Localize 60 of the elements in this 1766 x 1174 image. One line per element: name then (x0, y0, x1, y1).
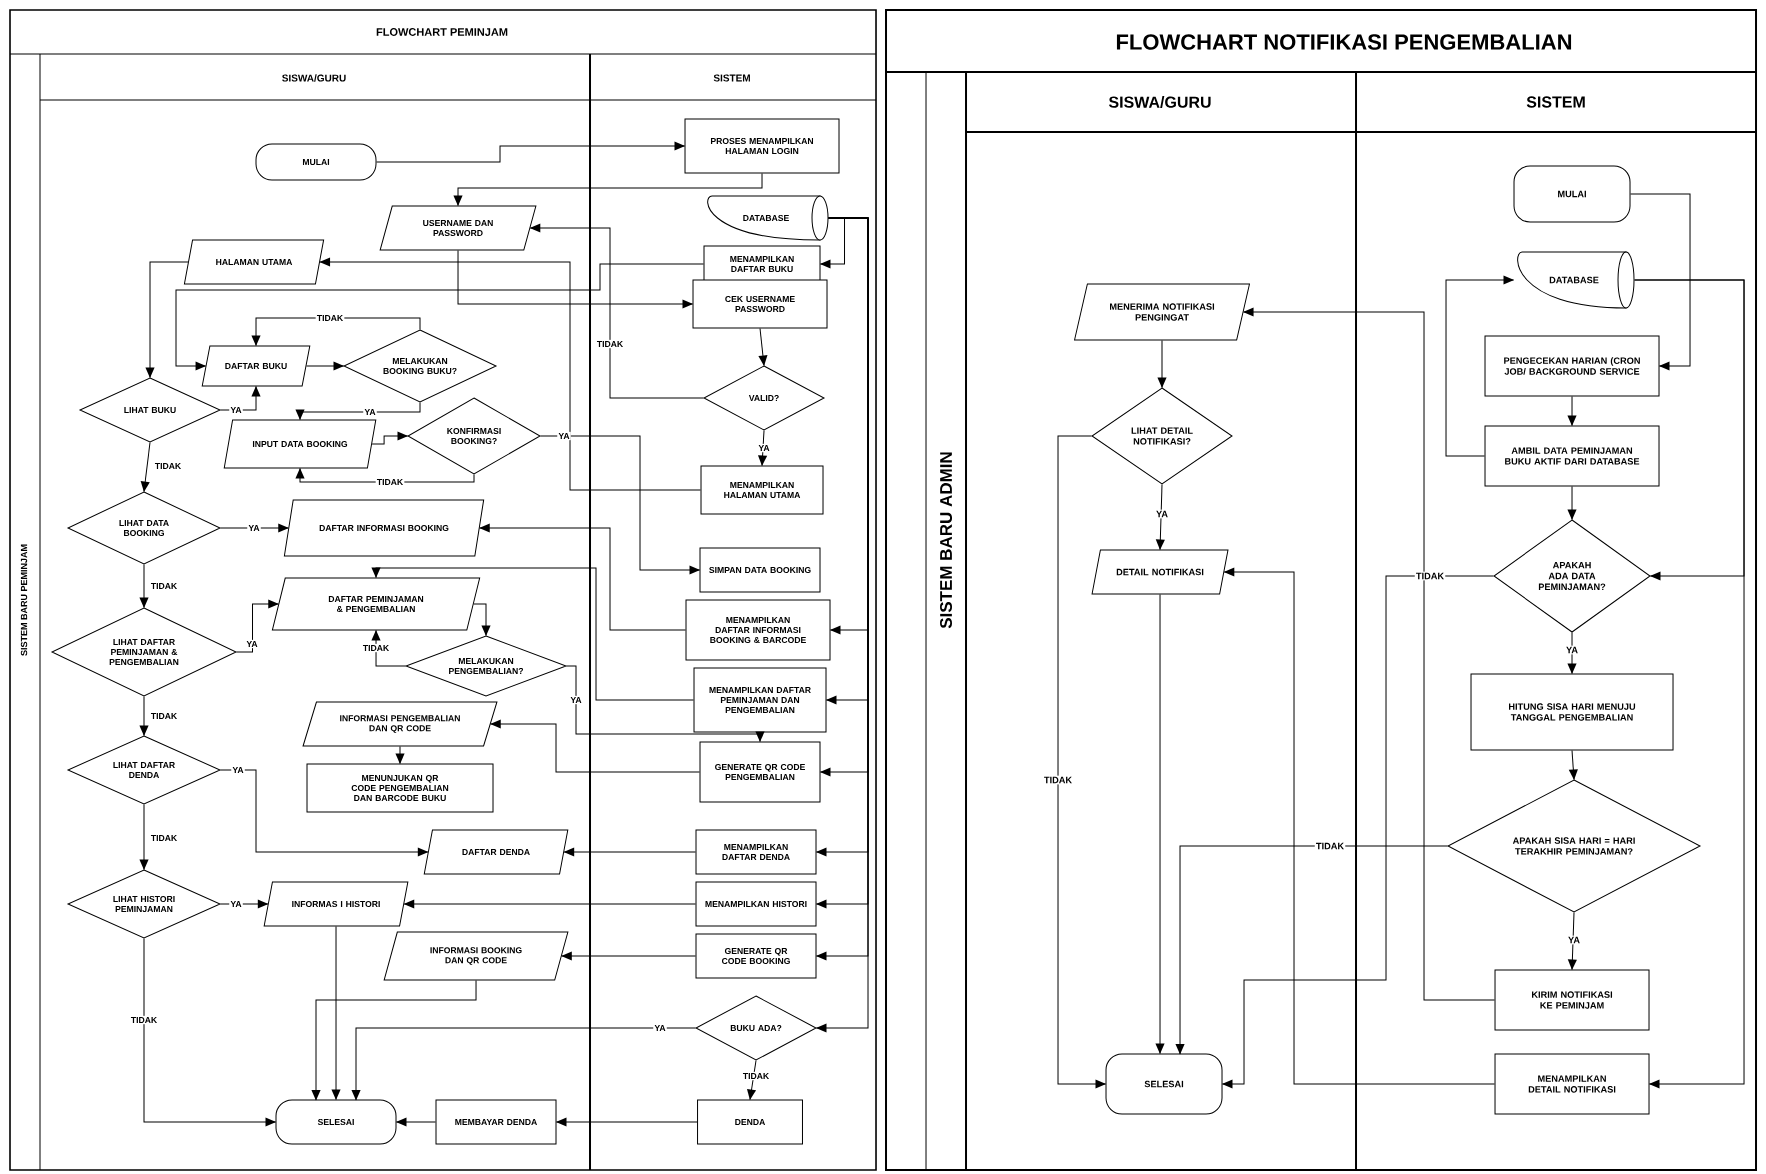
arrow (566, 665, 765, 743)
arrow (819, 217, 845, 269)
arrow (490, 719, 700, 773)
arrow (1567, 396, 1577, 427)
arrow (220, 523, 289, 533)
arrow (143, 938, 277, 1127)
arrow (747, 1060, 757, 1101)
arrow (1634, 279, 1745, 1089)
arrow (1567, 486, 1577, 521)
arrow (1155, 594, 1165, 1055)
arrow (319, 257, 701, 491)
arrow (1568, 750, 1578, 781)
arrow (331, 926, 341, 1101)
arrow (145, 261, 189, 379)
arrow (1242, 307, 1495, 1001)
arrow (563, 847, 696, 857)
arrow (561, 951, 696, 961)
arrow (395, 1117, 436, 1127)
arrow (1445, 275, 1515, 457)
arrow (540, 435, 701, 575)
arrow (139, 696, 149, 737)
arrow (758, 328, 768, 367)
arrow (295, 402, 421, 421)
arrow (555, 1117, 698, 1127)
arrow (376, 141, 686, 163)
arrow (1157, 340, 1167, 389)
arrow (1175, 845, 1448, 1055)
arrow (1057, 435, 1107, 1089)
arrow (311, 980, 477, 1101)
arrow (371, 567, 694, 701)
arrow (175, 263, 704, 371)
arrow (395, 746, 405, 765)
arrow (295, 467, 475, 483)
arrow (305, 361, 345, 371)
arrow (1567, 912, 1577, 971)
arrow (1630, 193, 1691, 371)
arrow (453, 173, 763, 207)
arrow (236, 599, 279, 653)
lane-header: SISTEM (1526, 96, 1585, 108)
arrow (473, 603, 491, 637)
arrow (251, 317, 421, 347)
arrow (758, 430, 768, 467)
arrow (139, 564, 149, 609)
arrow (351, 1027, 696, 1101)
arrow (529, 223, 704, 399)
arrow (220, 899, 269, 909)
arrow (220, 769, 429, 857)
arrow (1567, 632, 1577, 675)
arrow (220, 385, 261, 411)
lane-label: SISTEM BARU ADMIN (940, 452, 952, 629)
arrow (403, 899, 696, 909)
panel-title: FLOWCHART NOTIFIKASI PENGEMBALIAN (1116, 34, 1572, 50)
arrow (371, 629, 406, 667)
lane-header: SISWA/GURU (1108, 96, 1211, 108)
arrow (479, 523, 686, 631)
arrow (371, 431, 409, 445)
arrow (140, 442, 151, 493)
arrow (1155, 484, 1165, 551)
arrow (139, 804, 149, 871)
arrow (457, 250, 694, 309)
